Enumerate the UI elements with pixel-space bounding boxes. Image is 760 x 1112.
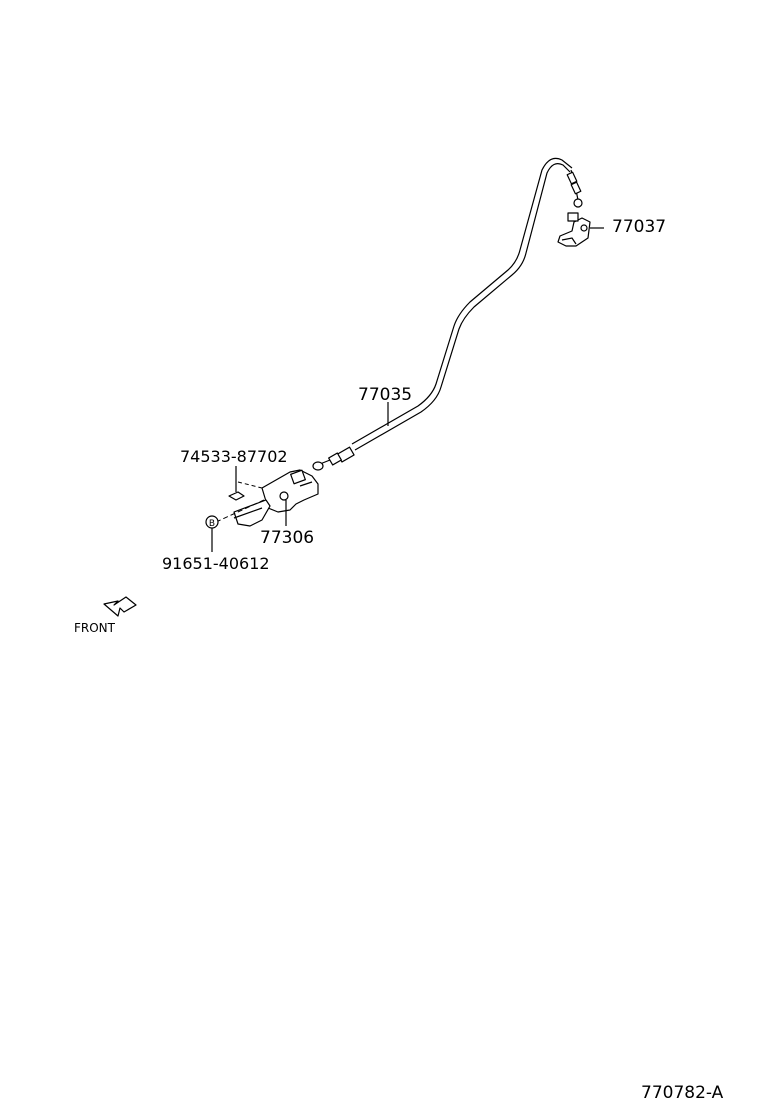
front-arrow-icon bbox=[103, 596, 137, 617]
label-77306: 77306 bbox=[260, 528, 314, 548]
bolt-mark: B bbox=[209, 519, 215, 529]
bolt-part: B bbox=[205, 515, 219, 552]
clip-part bbox=[228, 466, 245, 501]
fuel-lid-lock bbox=[557, 212, 604, 247]
drawing-id: 770782-A bbox=[641, 1083, 724, 1103]
front-label: FRONT bbox=[74, 621, 116, 635]
fuel-lid-opener-lever bbox=[215, 469, 319, 527]
label-77035: 77035 bbox=[358, 385, 412, 405]
label-91651-40612: 91651-40612 bbox=[162, 554, 270, 573]
fuel-lid-opener-cable bbox=[312, 157, 583, 471]
label-74533-87702: 74533-87702 bbox=[180, 447, 288, 466]
label-77037: 77037 bbox=[612, 217, 666, 237]
